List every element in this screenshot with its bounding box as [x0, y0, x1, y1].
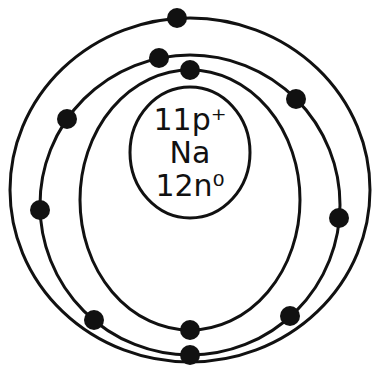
electron — [280, 306, 300, 326]
electron — [180, 345, 200, 365]
electron — [57, 109, 77, 129]
electron — [84, 310, 104, 330]
electron — [167, 8, 187, 28]
second-shell — [40, 55, 340, 355]
nucleus-label: 12n⁰ — [155, 169, 224, 202]
electron — [286, 89, 306, 109]
electron — [149, 48, 169, 68]
electron — [180, 60, 200, 80]
nucleus-label: Na — [170, 136, 211, 169]
nucleus-ring — [130, 87, 250, 218]
nucleus-label: 11p⁺ — [153, 103, 226, 136]
electron — [329, 208, 349, 228]
electron — [30, 200, 50, 220]
outer-shell — [10, 18, 370, 362]
nucleus: 11p⁺Na12n⁰ — [128, 85, 252, 220]
first-shell — [80, 70, 300, 330]
electron — [180, 320, 200, 340]
